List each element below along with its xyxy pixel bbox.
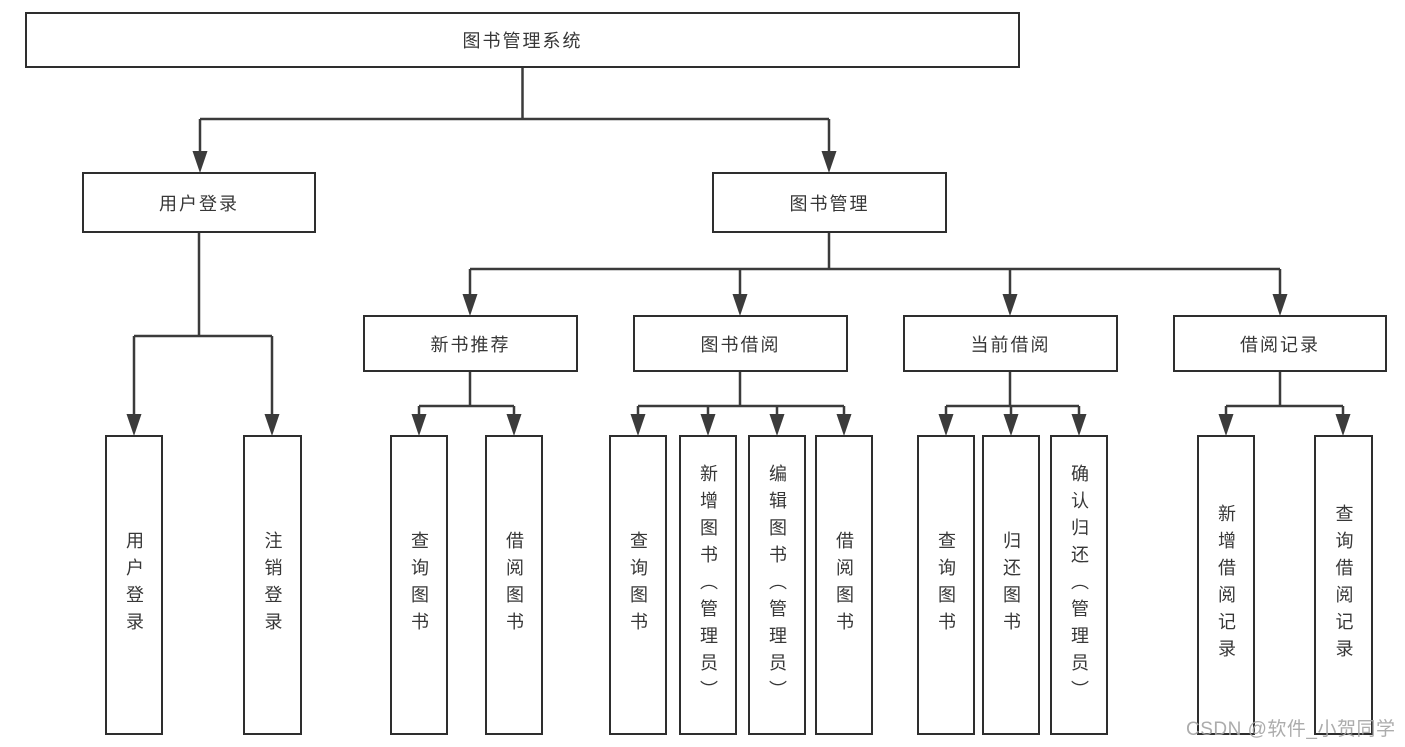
connector-borrow	[636, 372, 846, 420]
node-borrow-record: 借阅记录	[1173, 315, 1387, 372]
leaf-user-login: 用户登录	[105, 435, 163, 735]
node-current-borrow: 当前借阅	[903, 315, 1118, 372]
connector-management	[468, 233, 1282, 298]
leaf-bb-add-books-admin-label: 新增图书（管理员）	[698, 463, 718, 707]
connector-root	[198, 68, 831, 155]
leaf-bb-borrow-books: 借阅图书	[815, 435, 873, 735]
node-root-label: 图书管理系统	[462, 31, 583, 51]
leaf-nb-query-books: 查询图书	[390, 435, 448, 735]
leaf-nb-borrow-books: 借阅图书	[485, 435, 543, 735]
node-user-login: 用户登录	[82, 172, 316, 233]
node-root: 图书管理系统	[25, 12, 1020, 68]
leaf-bb-borrow-books-label: 借阅图书	[834, 531, 854, 639]
leaf-bb-edit-books-admin-label: 编辑图书（管理员）	[767, 463, 787, 707]
connector-new-book	[417, 372, 516, 420]
connector-current	[944, 372, 1081, 420]
leaf-nb-query-books-label: 查询图书	[409, 531, 429, 639]
leaf-cb-return-books: 归还图书	[982, 435, 1040, 735]
node-book-management-label: 图书管理	[789, 193, 870, 214]
leaf-logout-label: 注销登录	[262, 531, 283, 639]
leaf-bb-query-books: 查询图书	[609, 435, 667, 735]
leaf-br-query-record: 查询借阅记录	[1314, 435, 1373, 735]
leaf-bb-query-books-label: 查询图书	[628, 531, 648, 639]
leaf-cb-return-books-label: 归还图书	[1001, 531, 1021, 639]
leaf-bb-add-books-admin: 新增图书（管理员）	[679, 435, 737, 735]
leaf-logout: 注销登录	[243, 435, 302, 735]
leaf-cb-confirm-return-admin: 确认归还（管理员）	[1050, 435, 1108, 735]
leaf-nb-borrow-books-label: 借阅图书	[504, 531, 524, 639]
connector-record	[1224, 372, 1345, 420]
connector-login	[132, 233, 274, 420]
node-borrow-record-label: 借阅记录	[1240, 334, 1320, 355]
node-user-login-label: 用户登录	[159, 193, 239, 214]
node-book-management: 图书管理	[712, 172, 947, 233]
leaf-cb-query-books-label: 查询图书	[936, 531, 956, 639]
node-book-borrow: 图书借阅	[633, 315, 848, 372]
csdn-watermark: CSDN @软件_小贺同学	[1186, 719, 1396, 740]
leaf-bb-edit-books-admin: 编辑图书（管理员）	[748, 435, 806, 735]
leaf-user-login-label: 用户登录	[124, 531, 144, 639]
leaf-br-query-record-label: 查询借阅记录	[1333, 504, 1354, 666]
node-new-book-recommend-label: 新书推荐	[430, 334, 511, 355]
leaf-cb-confirm-return-admin-label: 确认归还（管理员）	[1069, 463, 1089, 707]
leaf-br-add-record-label: 新增借阅记录	[1216, 504, 1236, 666]
node-book-borrow-label: 图书借阅	[700, 334, 781, 355]
leaf-br-add-record: 新增借阅记录	[1197, 435, 1255, 735]
node-new-book-recommend: 新书推荐	[363, 315, 578, 372]
node-current-borrow-label: 当前借阅	[970, 334, 1051, 355]
leaf-cb-query-books: 查询图书	[917, 435, 975, 735]
